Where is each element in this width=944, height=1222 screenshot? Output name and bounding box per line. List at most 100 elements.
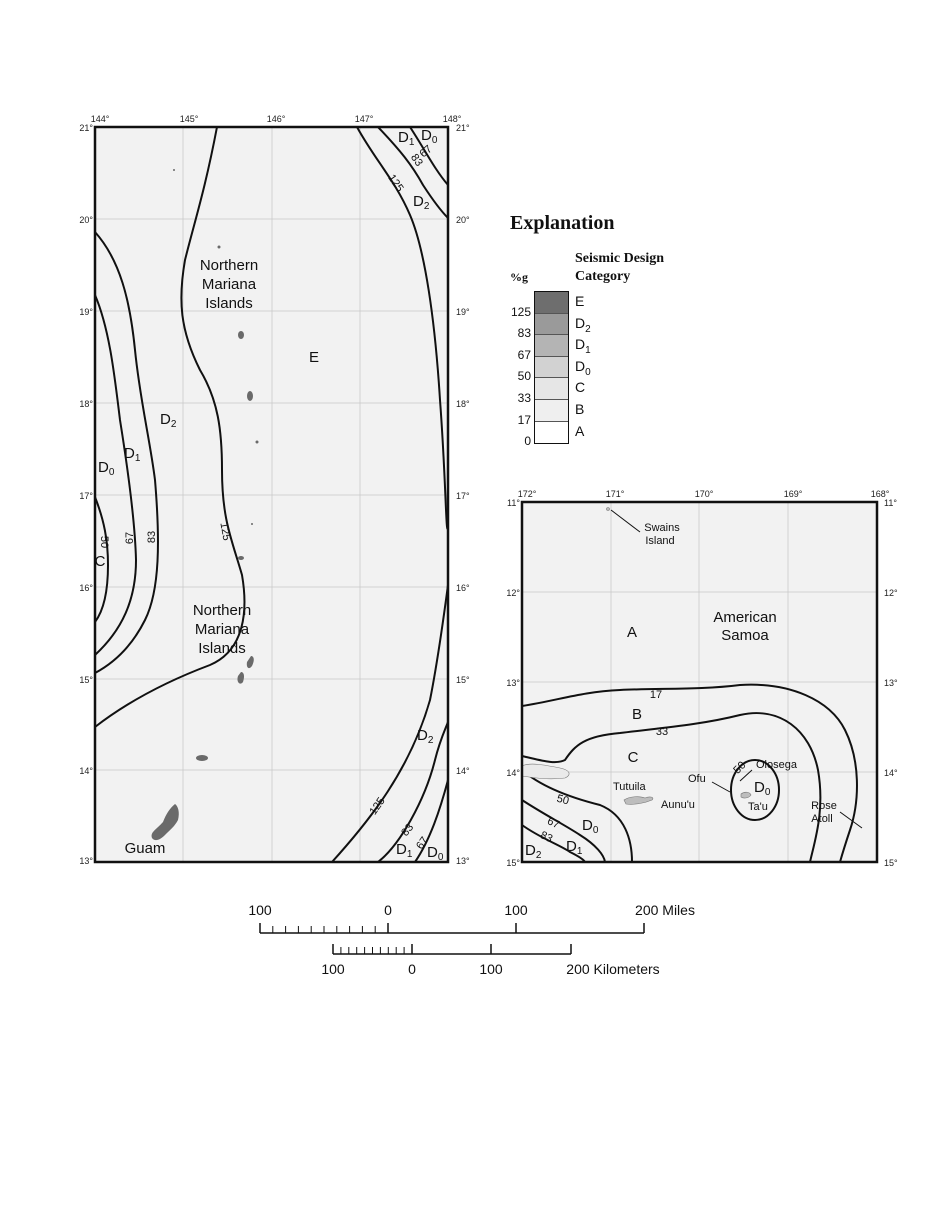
contour-label: 83 xyxy=(538,829,554,845)
island-agrihan xyxy=(238,331,244,339)
contour-50-west xyxy=(94,496,110,623)
ofu-leader xyxy=(711,781,731,793)
svg-text:Northern: Northern xyxy=(200,257,258,274)
svg-text:Northern: Northern xyxy=(193,602,251,619)
samoa-lat-ticks-left: 11° 12° 13° 14° 15° xyxy=(506,498,520,868)
svg-text:13°: 13° xyxy=(79,856,93,866)
svg-text:200 Kilometers: 200 Kilometers xyxy=(566,961,659,977)
svg-text:Islands: Islands xyxy=(198,640,246,657)
zone-label-D0-left: D0 xyxy=(582,817,599,836)
svg-text:15°: 15° xyxy=(884,858,898,868)
contour-83-east xyxy=(377,126,449,219)
olosega-label: Olosega xyxy=(756,759,798,771)
island-anatahan xyxy=(238,556,244,560)
legend-pctg-label: %g xyxy=(510,270,528,284)
zone-label-B: B xyxy=(632,706,642,723)
legend-category-label: D1 xyxy=(575,336,591,356)
legend-break-value: 83 xyxy=(517,326,531,341)
svg-text:13°: 13° xyxy=(506,678,520,688)
legend-break-value: 33 xyxy=(517,391,531,405)
rose-label: Rose Atoll xyxy=(811,800,837,825)
tau-label: Ta'u xyxy=(748,801,768,813)
contour-label: 67 xyxy=(124,532,136,544)
legend-swatch xyxy=(535,292,568,314)
legend-break-value: 67 xyxy=(517,347,531,362)
island-rota xyxy=(196,755,208,761)
zone-label-D1-left: D1 xyxy=(124,445,141,464)
samoa-region-label: American Samoa xyxy=(713,609,776,644)
svg-text:15°: 15° xyxy=(506,858,520,868)
legend-swatch xyxy=(535,421,568,444)
svg-text:17°: 17° xyxy=(79,491,93,501)
island-pagan xyxy=(247,391,253,401)
miles-bar xyxy=(259,923,645,934)
olosega-leader xyxy=(739,769,753,782)
legend-category-label: A xyxy=(575,422,585,439)
tutuila-label: Tutuila xyxy=(613,781,646,793)
contour-label: 67 xyxy=(545,815,561,831)
svg-text:170°: 170° xyxy=(695,489,714,499)
contour-33 xyxy=(521,712,822,863)
zone-label-D0-center: D0 xyxy=(754,779,771,798)
samoa-contours xyxy=(521,509,863,863)
legend-boxes xyxy=(534,291,569,445)
zone-label-D1-left: D1 xyxy=(566,838,583,857)
svg-text:14°: 14° xyxy=(884,768,898,778)
rose-leader xyxy=(839,811,863,829)
guam-island xyxy=(151,804,179,841)
lon-tick: 148° xyxy=(443,114,462,124)
svg-text:11°: 11° xyxy=(884,498,897,508)
svg-text:0: 0 xyxy=(384,902,392,918)
svg-text:13°: 13° xyxy=(884,678,898,688)
mariana-islands xyxy=(151,169,259,841)
zone-label-D0-top: D0 xyxy=(421,127,438,146)
svg-text:Atoll: Atoll xyxy=(811,813,832,825)
west-coast-island xyxy=(521,763,570,780)
legend-break-value: 125 xyxy=(510,304,531,319)
aunuu-label: Aunu'u xyxy=(661,799,695,811)
svg-text:20°: 20° xyxy=(79,215,93,225)
zone-label-D2-top: D2 xyxy=(413,193,430,212)
legend-break-value: 50 xyxy=(517,369,531,384)
legend-swatch xyxy=(535,399,568,422)
contour-83-west xyxy=(94,231,159,674)
legend-category-label: D2 xyxy=(575,314,591,335)
svg-text:200 Miles: 200 Miles xyxy=(635,902,695,918)
svg-text:172°: 172° xyxy=(518,489,537,499)
svg-text:15°: 15° xyxy=(456,675,470,685)
svg-text:11°: 11° xyxy=(507,498,520,508)
tau-island xyxy=(740,791,752,799)
legend-category-label: Seismic Design Category xyxy=(575,251,665,284)
svg-text:Mariana: Mariana xyxy=(195,621,250,638)
zone-label-D0-bottom: D0 xyxy=(427,844,444,863)
svg-text:20°: 20° xyxy=(456,215,470,225)
lon-tick: 147° xyxy=(355,114,374,124)
legend-category-label: E xyxy=(575,293,585,309)
svg-text:21°: 21° xyxy=(456,123,470,133)
zone-label-E: E xyxy=(309,349,319,366)
contour-67 xyxy=(521,799,606,863)
mariana-lat-ticks-right: 21° 20° 19° 18° 17° 16° 15° 14° 13° xyxy=(456,123,470,866)
mariana-region-label-north: Northern Mariana Islands xyxy=(200,257,258,312)
svg-text:100: 100 xyxy=(321,961,345,977)
contour-label: 50 xyxy=(555,793,570,808)
zone-label-D2-bottom: D2 xyxy=(417,727,434,746)
legend-swatch xyxy=(535,313,568,336)
contour-label: 125 xyxy=(217,521,232,541)
contour-label: 33 xyxy=(656,726,668,738)
svg-text:17°: 17° xyxy=(456,491,470,501)
svg-text:13°: 13° xyxy=(456,856,470,866)
ofu-label: Ofu xyxy=(688,773,706,785)
samoa-islands xyxy=(521,507,752,805)
mariana-region-label-south: Northern Mariana Islands xyxy=(193,602,251,657)
contour-label: 83 xyxy=(146,531,158,543)
legend-break-value: 17 xyxy=(517,412,531,427)
svg-text:14°: 14° xyxy=(506,768,520,778)
zone-label-D2-left: D2 xyxy=(160,411,177,430)
svg-text:171°: 171° xyxy=(606,489,625,499)
zone-label-D2-left: D2 xyxy=(525,842,542,861)
legend-swatch xyxy=(535,335,568,357)
